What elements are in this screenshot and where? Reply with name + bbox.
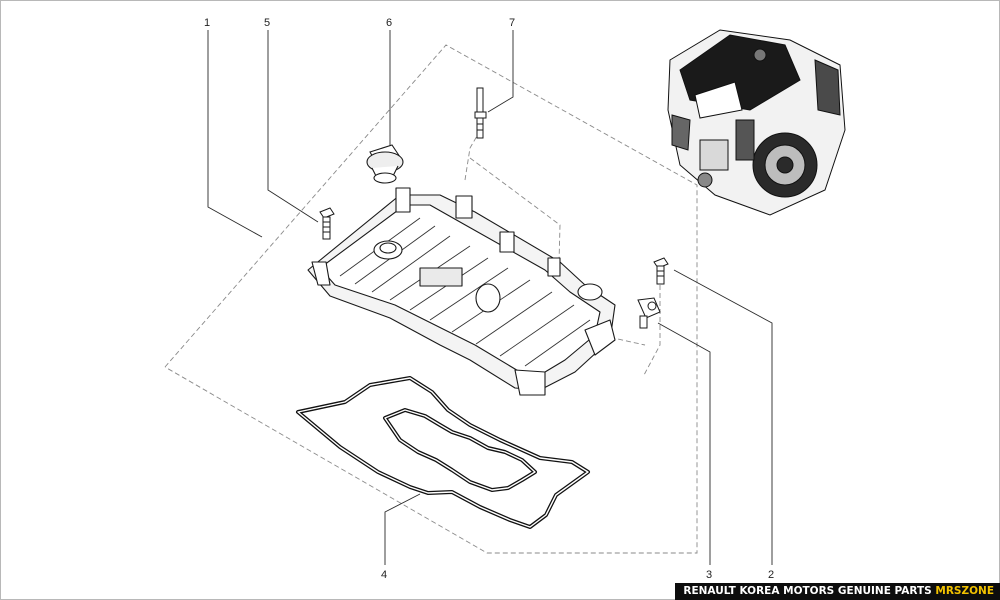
part-3-sensor (637, 297, 661, 329)
leader-line-7 (487, 30, 514, 113)
leader-line-3 (657, 322, 711, 565)
callout-1: 1 (204, 17, 210, 29)
leader-line-4 (384, 493, 421, 565)
callout-4: 4 (381, 569, 387, 581)
callout-numbers: 1 5 6 7 3 2 4 (204, 17, 774, 581)
part-4-cover-gaskets (296, 376, 590, 529)
copyright-banner: RENAULT KOREA MOTORS GENUINE PARTS MRSZO… (675, 583, 1000, 600)
banner-accent: MRSZONE (935, 585, 994, 597)
leader-line-2 (673, 269, 773, 565)
callout-5: 5 (264, 17, 270, 29)
part-1-rocker-cover (307, 187, 616, 396)
part-2-bolt (653, 257, 669, 285)
callout-6: 6 (386, 17, 392, 29)
part-5-bolt (319, 207, 335, 240)
leader-line-1 (207, 30, 263, 238)
part-6-oil-filler-cap (366, 144, 404, 184)
callout-3: 3 (706, 569, 712, 581)
banner-text: RENAULT KOREA MOTORS GENUINE PARTS (683, 585, 932, 597)
engine-thumbnail (667, 29, 846, 216)
leader-line-5 (267, 30, 319, 223)
part-7-stud (474, 87, 487, 139)
callout-2: 2 (768, 569, 774, 581)
callout-7: 7 (509, 17, 515, 29)
